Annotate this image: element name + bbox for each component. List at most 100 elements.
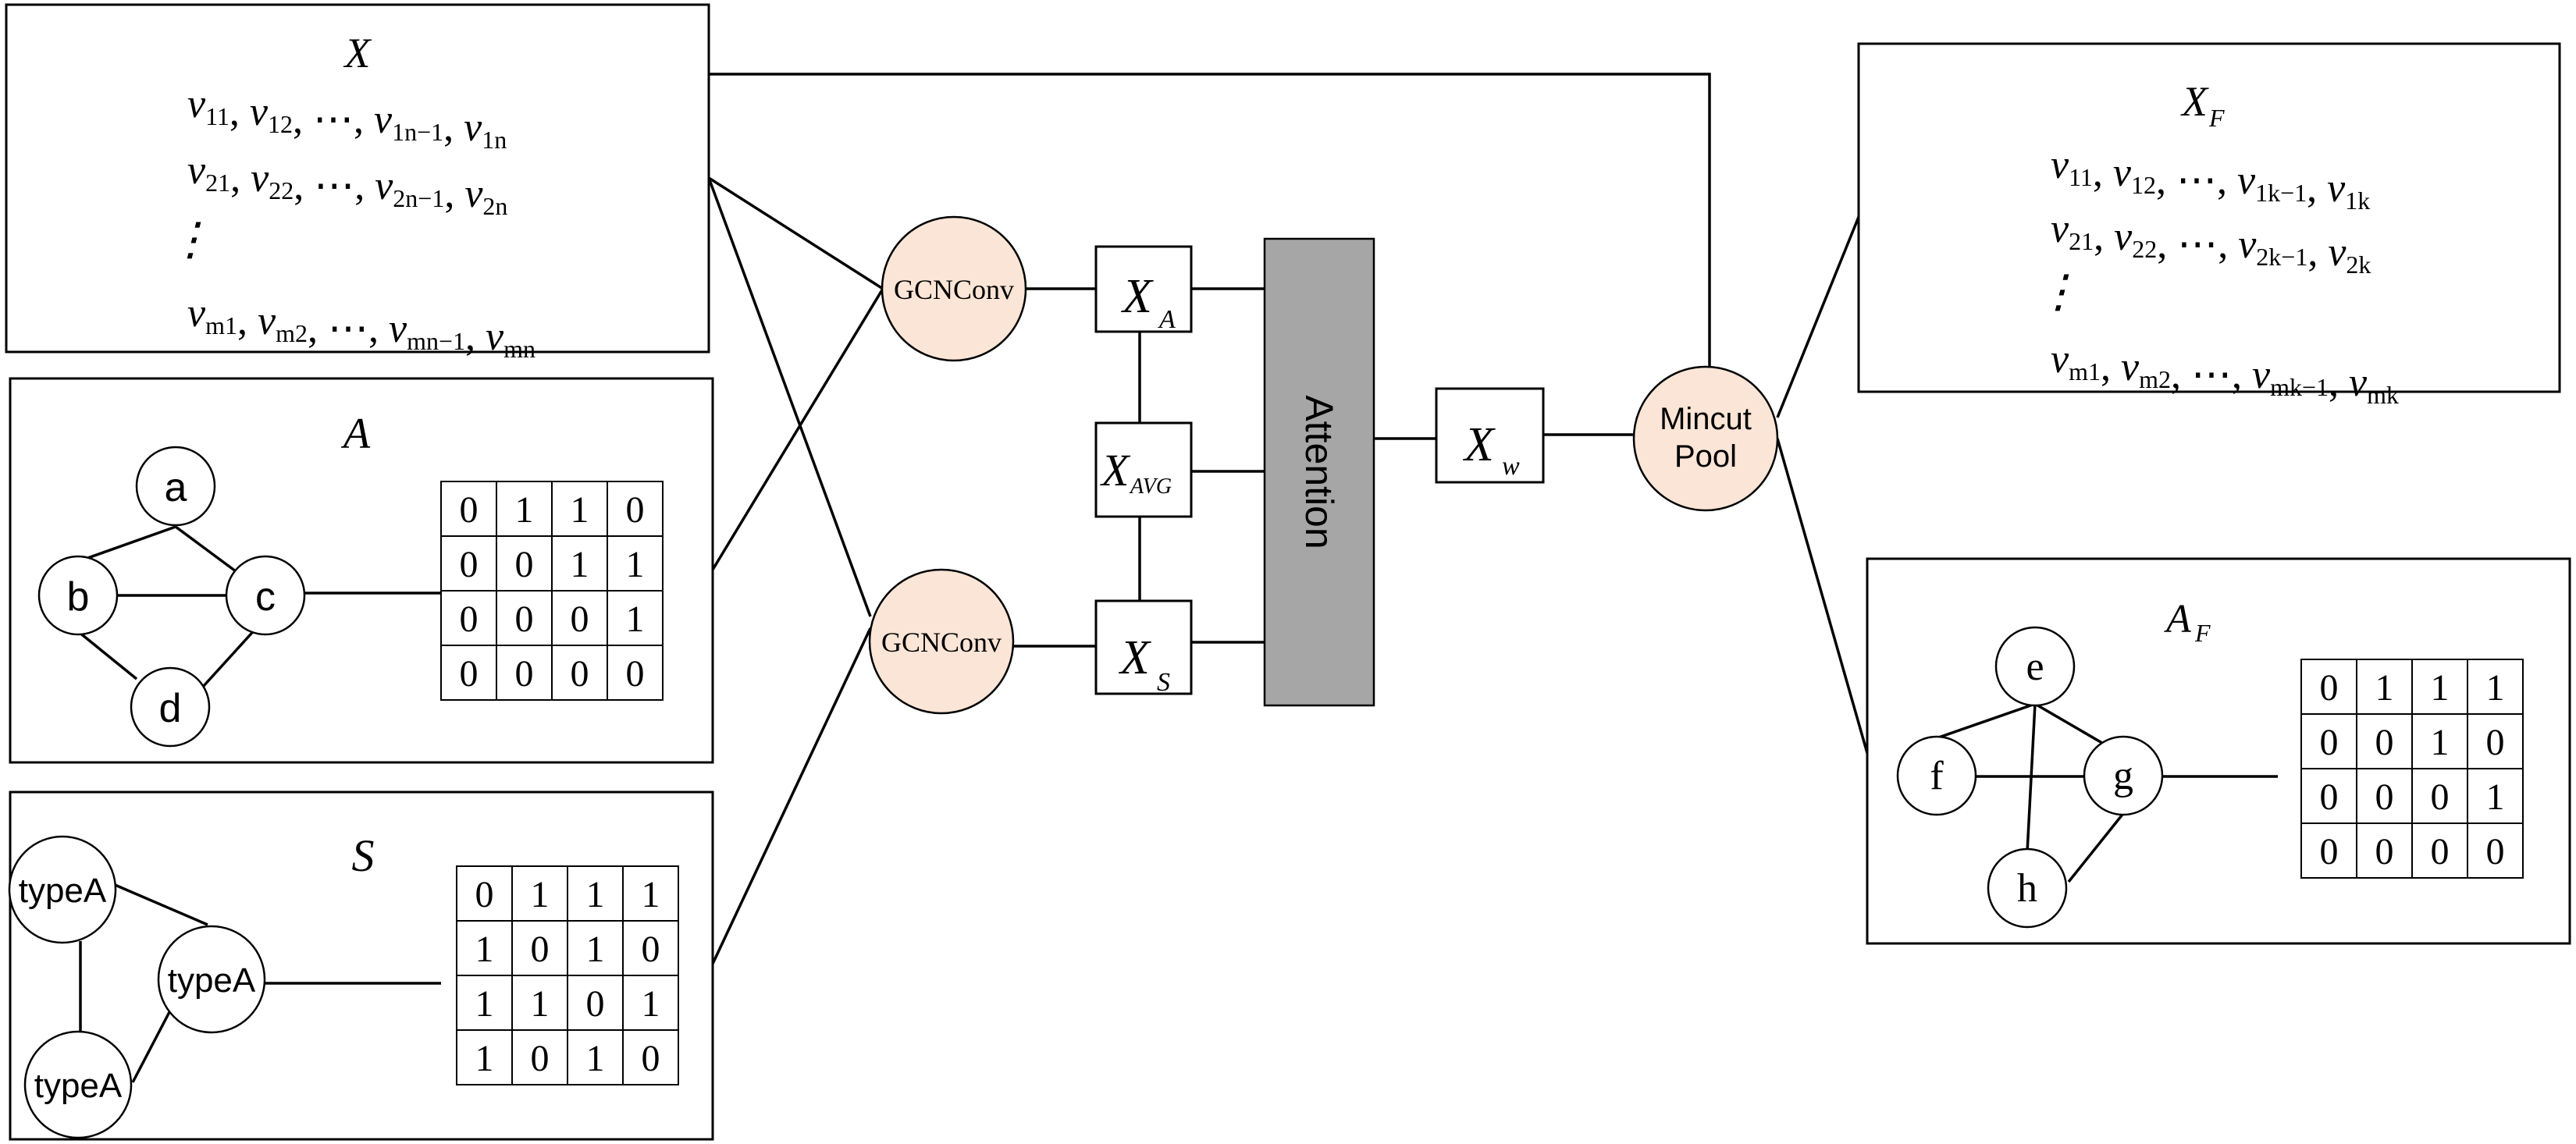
feature-xavg-sub: AVG bbox=[1129, 474, 1172, 499]
node-g-label: g bbox=[2113, 754, 2133, 798]
matrix-a-cell-value: 0 bbox=[515, 653, 534, 695]
graph-af: e f g h bbox=[1896, 626, 2278, 929]
gcnconv-bottom-label: GCNConv bbox=[881, 627, 1002, 658]
matrix-s-cell-value: 1 bbox=[586, 1038, 605, 1079]
matrix-af-cell-value: 0 bbox=[2375, 776, 2394, 818]
panel-a-title: A bbox=[340, 410, 371, 458]
matrix-af-cell-value: 0 bbox=[2431, 776, 2450, 818]
node-d-label: d bbox=[159, 686, 182, 731]
matrix-a-cell-value: 1 bbox=[571, 489, 589, 531]
matrix-s-cell-box bbox=[511, 920, 568, 976]
graph-a: a b c d bbox=[37, 446, 441, 748]
feature-xa-base: X bbox=[1120, 270, 1154, 323]
edge-e-g bbox=[2034, 702, 2107, 747]
node-b bbox=[37, 555, 119, 636]
feature-xw-base: X bbox=[1462, 418, 1496, 471]
mincut-pool-line1: Mincut bbox=[1660, 402, 1752, 436]
gcnconv-top-label: GCNConv bbox=[894, 274, 1014, 305]
node-s2 bbox=[157, 925, 266, 1034]
matrix-a-cell-box bbox=[440, 481, 497, 537]
wire-x-to-mincut bbox=[709, 73, 1711, 368]
node-e bbox=[1994, 626, 2076, 707]
node-b-label: b bbox=[67, 574, 90, 620]
matrix-af-cell-value: 0 bbox=[2320, 667, 2339, 709]
matrix-af-cell-box bbox=[2467, 659, 2524, 715]
panel-x-row-3: vm1, vm2, ⋯, vmn−1, vmn bbox=[187, 291, 535, 363]
matrix-s-cell-box bbox=[622, 1029, 679, 1085]
node-s3-label: typeA bbox=[34, 1067, 123, 1105]
matrix-s-cell-value: 0 bbox=[642, 1038, 660, 1079]
matrix-s-cell-box bbox=[622, 975, 679, 1031]
panel-af-title: A bbox=[2164, 597, 2191, 641]
feature-xs: X S bbox=[1094, 599, 1193, 697]
gcnconv-top: GCNConv bbox=[881, 215, 1027, 362]
matrix-a-cell-box bbox=[440, 535, 497, 592]
node-s1-label: typeA bbox=[19, 872, 107, 910]
matrix-a-cell-value: 0 bbox=[460, 599, 479, 640]
attention-block: Attention bbox=[1263, 237, 1375, 707]
matrix-s-cell-value: 1 bbox=[475, 929, 494, 970]
panel-x-row-2: v21, v22, ⋯, v2n−1, v2n bbox=[187, 148, 507, 220]
matrix-af-cell-box bbox=[2467, 713, 2524, 769]
matrix-a-cell-box bbox=[551, 590, 608, 646]
matrix-af-cell-box bbox=[2411, 713, 2468, 769]
matrix-s-cell-box bbox=[511, 975, 568, 1031]
matrix-af-cell-box bbox=[2411, 822, 2468, 879]
edge-g-h bbox=[2067, 810, 2126, 883]
matrix-s-cell-value: 1 bbox=[586, 874, 605, 915]
node-h bbox=[1987, 847, 2068, 929]
wire-mincut-to-af bbox=[1776, 438, 1869, 754]
matrix-af-cell-value: 0 bbox=[2320, 831, 2339, 872]
matrix-a-cell-value: 0 bbox=[460, 489, 479, 531]
matrix-s-cell-value: 1 bbox=[475, 983, 494, 1025]
matrix-af-cell-box bbox=[2356, 822, 2413, 879]
matrix-s-cell-box bbox=[567, 1029, 624, 1085]
matrix-s-cell-value: 1 bbox=[642, 983, 660, 1025]
node-e-label: e bbox=[2026, 645, 2044, 689]
matrix-a-cell-box bbox=[496, 535, 553, 592]
matrix-af-cell-value: 1 bbox=[2375, 667, 2394, 709]
wire-x-to-gcn-top bbox=[708, 176, 884, 290]
attention-label: Attention bbox=[1297, 395, 1341, 549]
panel-xf-row-2: v21, v22, ⋯, v2k−1, v2k bbox=[2051, 207, 2371, 279]
matrix-a-cell-value: 1 bbox=[515, 489, 534, 531]
matrix-a-cell-value: 0 bbox=[460, 653, 479, 695]
matrix-af-cell-value: 0 bbox=[2375, 831, 2394, 872]
matrix-a-cell-box bbox=[440, 590, 497, 646]
feature-xavg: X AVG bbox=[1094, 421, 1193, 518]
matrix-s-cell-value: 1 bbox=[531, 983, 550, 1025]
matrix-a-cell-box bbox=[607, 590, 664, 646]
node-f-label: f bbox=[1930, 754, 1944, 798]
panel-x-title: X bbox=[343, 30, 372, 76]
matrix-a-cell-box bbox=[440, 645, 497, 701]
feature-xavg-base: X bbox=[1100, 445, 1131, 496]
node-h-label: h bbox=[2017, 866, 2037, 911]
node-a-label: a bbox=[165, 465, 187, 510]
feature-xs-sub: S bbox=[1157, 668, 1170, 697]
matrix-af-cell-value: 0 bbox=[2431, 831, 2450, 872]
matrix-s-cell-value: 1 bbox=[475, 1038, 494, 1079]
matrix-a-cell-value: 0 bbox=[460, 544, 479, 585]
wire-x-to-gcn-bottom bbox=[707, 177, 872, 617]
panel-af-title-sub: F bbox=[2194, 619, 2211, 647]
feature-xa-sub: A bbox=[1158, 305, 1176, 334]
matrix-af-cell-box bbox=[2411, 768, 2468, 824]
matrix-af-cell-value: 0 bbox=[2375, 722, 2394, 763]
matrix-s-cell-box bbox=[456, 920, 513, 976]
matrix-a-cell-value: 1 bbox=[626, 599, 645, 640]
matrix-s-cell-value: 1 bbox=[531, 874, 550, 915]
panel-xf-row-1: v11, v12, ⋯, v1k−1, v1k bbox=[2051, 143, 2370, 215]
matrix-af-cell-value: 0 bbox=[2486, 831, 2505, 872]
matrix-af-cell-box bbox=[2467, 822, 2524, 879]
matrix-af-cell-box bbox=[2467, 768, 2524, 824]
matrix-a-cell-value: 0 bbox=[626, 489, 645, 531]
